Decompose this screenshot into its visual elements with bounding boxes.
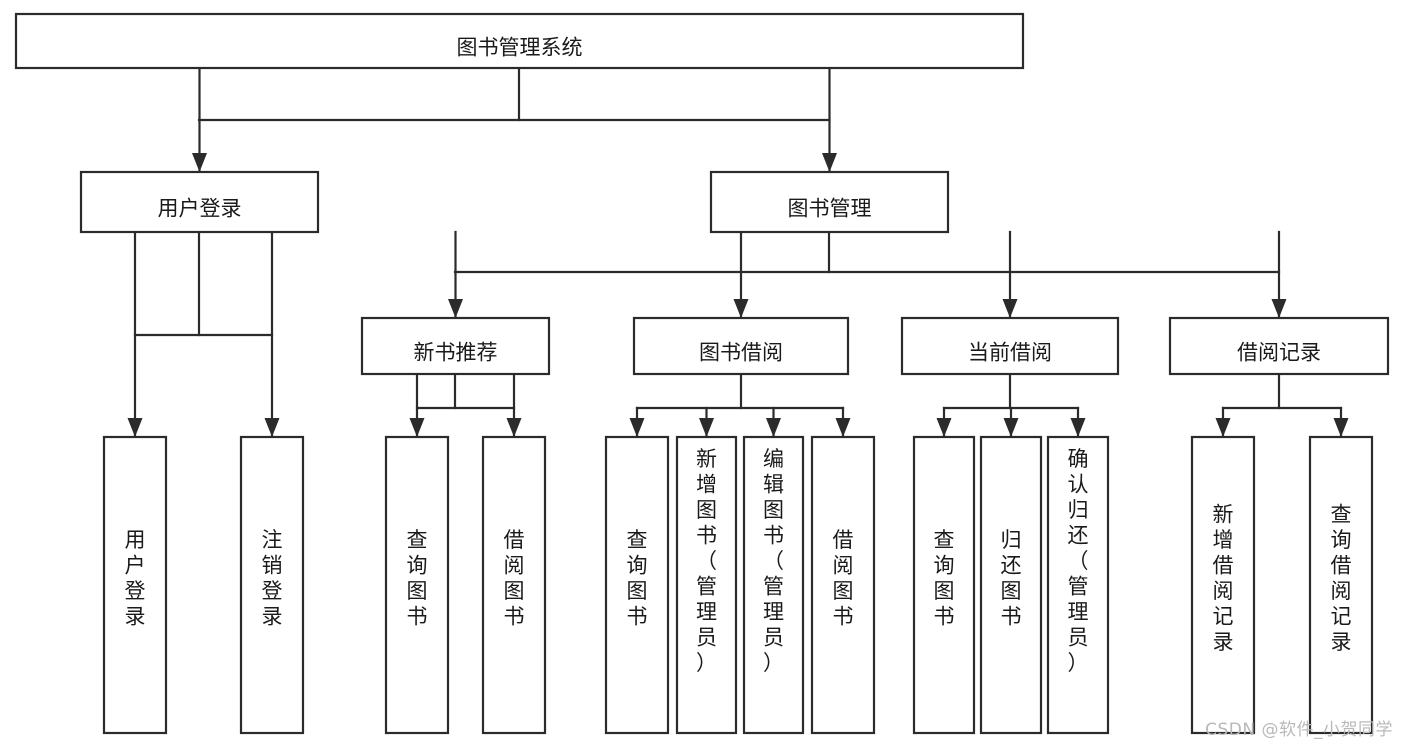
node-new-book-recommend[interactable]: 新书推荐	[360, 316, 551, 376]
node-label-leaf-query-borrow-record: 查询借阅记录	[1331, 502, 1352, 654]
connector-layer	[127, 66, 1349, 439]
node-label-leaf-confirm-return-admin: 确认归还（管理员）	[1068, 447, 1089, 675]
node-leaf-return-book[interactable]: 归还图书	[979, 435, 1043, 735]
arrow-icon-borrow-record	[1271, 299, 1287, 318]
arrow-icon-leaf-query-book-borrow	[629, 418, 645, 437]
node-box-leaf-borrow-book-recommend	[481, 435, 547, 735]
node-box-leaf-logout	[239, 435, 305, 735]
arrow-icon-leaf-edit-book-admin	[766, 418, 781, 437]
node-leaf-query-book-recommend[interactable]: 查询图书	[384, 435, 450, 735]
node-user-login[interactable]: 用户登录	[79, 170, 320, 234]
arrow-icon-leaf-user-login	[127, 418, 143, 437]
node-label-leaf-logout: 注销登录	[262, 528, 283, 629]
arrow-icon-leaf-borrow-book-recommend	[506, 418, 522, 437]
arrow-icon-leaf-query-borrow-record	[1333, 418, 1349, 437]
node-box-leaf-return-book	[979, 435, 1043, 735]
node-box-book-borrow	[632, 316, 850, 376]
node-leaf-query-book-current[interactable]: 查询图书	[912, 435, 976, 735]
node-leaf-logout[interactable]: 注销登录	[239, 435, 305, 735]
arrow-icon-book-borrow	[733, 299, 749, 318]
node-leaf-user-login[interactable]: 用户登录	[102, 435, 168, 735]
node-leaf-query-book-borrow[interactable]: 查询图书	[604, 435, 670, 735]
node-box-user-login	[79, 170, 320, 234]
node-label-leaf-edit-book-admin: 编辑图书（管理员）	[763, 447, 784, 675]
arrow-icon-leaf-confirm-return-admin	[1070, 418, 1086, 437]
node-book-management[interactable]: 图书管理	[709, 170, 950, 234]
node-label-leaf-add-book-admin: 新增图书（管理员）	[696, 447, 717, 675]
arrow-icon-new-book-recommend	[448, 299, 463, 318]
node-label-root: 图书管理系统	[457, 36, 583, 60]
node-box-leaf-query-book-recommend	[384, 435, 450, 735]
node-label-new-book-recommend: 新书推荐	[414, 341, 498, 365]
node-leaf-confirm-return-admin[interactable]: 确认归还（管理员）	[1046, 435, 1110, 735]
node-box-leaf-query-book-current	[912, 435, 976, 735]
node-leaf-edit-book-admin[interactable]: 编辑图书（管理员）	[742, 435, 805, 735]
node-box-root	[14, 12, 1025, 70]
arrow-icon-leaf-return-book	[1003, 418, 1019, 437]
node-label-leaf-query-book-recommend: 查询图书	[407, 528, 428, 629]
arrow-icon-leaf-add-book-admin	[699, 418, 714, 437]
node-borrow-record[interactable]: 借阅记录	[1168, 316, 1390, 376]
node-label-borrow-record: 借阅记录	[1237, 341, 1321, 365]
node-box-borrow-record	[1168, 316, 1390, 376]
arrow-icon-leaf-borrow-book	[835, 418, 851, 437]
node-label-leaf-add-borrow-record: 新增借阅记录	[1213, 502, 1234, 654]
node-label-leaf-query-book-current: 查询图书	[934, 528, 955, 629]
node-label-book-borrow: 图书借阅	[699, 341, 783, 365]
node-label-user-login: 用户登录	[158, 197, 242, 221]
node-label-leaf-return-book: 归还图书	[1001, 528, 1022, 629]
node-layer: 图书管理系统用户登录图书管理新书推荐图书借阅当前借阅借阅记录用户登录注销登录查询…	[14, 12, 1390, 735]
node-label-leaf-user-login: 用户登录	[125, 528, 146, 629]
node-current-borrow[interactable]: 当前借阅	[900, 316, 1120, 376]
node-box-leaf-confirm-return-admin	[1046, 435, 1110, 735]
node-leaf-borrow-book-recommend[interactable]: 借阅图书	[481, 435, 547, 735]
node-root[interactable]: 图书管理系统	[14, 12, 1025, 70]
arrow-icon-leaf-query-book-recommend	[409, 418, 425, 437]
node-leaf-add-book-admin[interactable]: 新增图书（管理员）	[675, 435, 738, 735]
node-box-leaf-query-book-borrow	[604, 435, 670, 735]
arrow-icon-user-login	[192, 153, 207, 172]
node-label-book-management: 图书管理	[788, 197, 872, 221]
node-box-book-management	[709, 170, 950, 234]
node-box-new-book-recommend	[360, 316, 551, 376]
node-label-leaf-borrow-book: 借阅图书	[833, 528, 854, 629]
arrow-icon-book-management	[822, 153, 837, 172]
node-label-leaf-borrow-book-recommend: 借阅图书	[504, 528, 525, 629]
node-label-current-borrow: 当前借阅	[968, 341, 1052, 365]
node-leaf-borrow-book[interactable]: 借阅图书	[810, 435, 876, 735]
node-book-borrow[interactable]: 图书借阅	[632, 316, 850, 376]
node-box-leaf-add-borrow-record	[1190, 435, 1256, 735]
node-box-leaf-query-borrow-record	[1308, 435, 1374, 735]
node-box-leaf-user-login	[102, 435, 168, 735]
arrow-icon-leaf-logout	[264, 418, 280, 437]
node-leaf-query-borrow-record[interactable]: 查询借阅记录	[1308, 435, 1374, 735]
node-box-leaf-borrow-book	[810, 435, 876, 735]
arrow-icon-leaf-add-borrow-record	[1215, 418, 1231, 437]
node-box-leaf-edit-book-admin	[742, 435, 805, 735]
node-leaf-add-borrow-record[interactable]: 新增借阅记录	[1190, 435, 1256, 735]
arrow-icon-leaf-query-book-current	[936, 418, 952, 437]
node-label-leaf-query-book-borrow: 查询图书	[627, 528, 648, 629]
node-box-leaf-add-book-admin	[675, 435, 738, 735]
node-box-current-borrow	[900, 316, 1120, 376]
arrow-icon-current-borrow	[1002, 299, 1018, 318]
